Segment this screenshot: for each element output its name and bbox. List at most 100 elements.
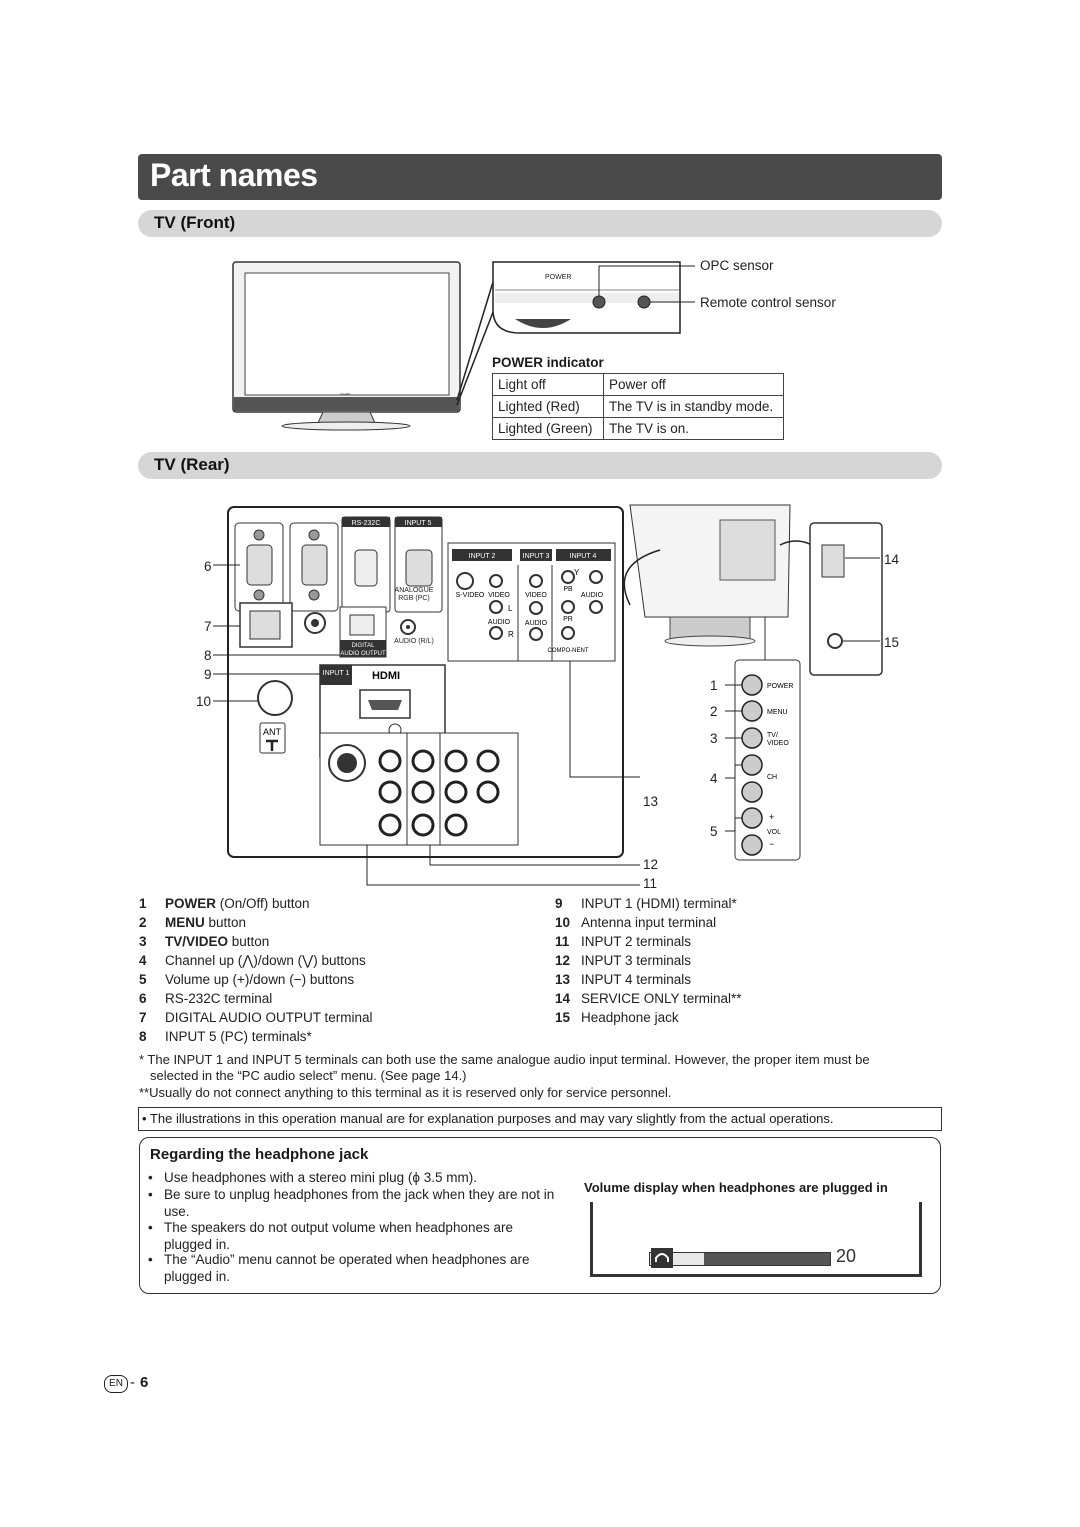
btn-menu-label: MENU (767, 709, 788, 716)
callout-11: 11 (643, 876, 658, 891)
headphone-bullet-3: The speakers do not output volume when h… (148, 1220, 559, 1253)
audio-label-3: AUDIO (525, 620, 548, 627)
footnote-1a: * The INPUT 1 and INPUT 5 terminals can … (139, 1052, 870, 1067)
item-num: 7 (139, 1010, 147, 1025)
page-dash: - (130, 1374, 135, 1391)
section-tv-rear-heading: TV (Rear) (154, 455, 230, 474)
item-num: 5 (139, 972, 147, 987)
input3-label: INPUT 3 (523, 553, 550, 560)
volume-value: 20 (836, 1246, 857, 1266)
item-text: Volume up (+)/down (−) buttons (165, 972, 355, 987)
item-bold: MENU (165, 915, 205, 930)
section-tv-front-heading: TV (Front) (154, 213, 236, 232)
btn-video-label: VIDEO (767, 740, 789, 747)
video-label-3: VIDEO (525, 592, 547, 599)
item-num: 6 (139, 991, 147, 1006)
headphone-section: Regarding the headphone jack Use headpho… (139, 1137, 941, 1294)
volume-caption: Volume display when headphones are plugg… (584, 1180, 888, 1195)
item-num: 1 (139, 896, 147, 911)
video-label-2: VIDEO (488, 592, 510, 599)
list-item: 14 SERVICE ONLY terminal** (555, 991, 742, 1006)
item-text: INPUT 4 terminals (581, 972, 692, 987)
headphone-bullet-2: Be sure to unplug headphones from the ja… (148, 1187, 574, 1220)
callout-12: 12 (643, 857, 659, 872)
callout-9: 9 (204, 667, 212, 682)
audio-label-2: AUDIO (488, 619, 511, 626)
opc-sensor-label: OPC sensor (700, 258, 774, 273)
item-text: SERVICE ONLY terminal** (581, 991, 742, 1006)
input5-label: INPUT 5 (405, 520, 432, 527)
page-title-bar: Part names (138, 154, 942, 200)
brand-label: SHARP (340, 392, 350, 396)
input4-label: INPUT 4 (570, 553, 597, 560)
callout-14: 14 (884, 552, 900, 567)
item-num: 14 (555, 991, 571, 1006)
item-text: Antenna input terminal (581, 915, 717, 930)
table-cell: Lighted (Green) (492, 417, 604, 440)
front-power-label: POWER (545, 274, 571, 281)
list-item: 5 Volume up (+)/down (−) buttons (139, 972, 354, 987)
item-num: 9 (555, 896, 563, 911)
btn-ch-label: CH (767, 774, 777, 781)
audio-rl-label: AUDIO (R/L) (394, 638, 434, 645)
headphone-bullet-1: Use headphones with a stereo mini plug (… (148, 1170, 574, 1187)
tv-rear-illustration: RS-232C INPUT 5 ANALOGUE RGB (PC) DIGITA… (213, 504, 883, 886)
analogue-label: ANALOGUE (395, 587, 434, 594)
item-num: 13 (555, 972, 571, 987)
svideo-label: S-VIDEO (456, 592, 485, 599)
headphone-title: Regarding the headphone jack (150, 1146, 369, 1163)
item-text: INPUT 2 terminals (581, 934, 692, 949)
headphone-icon (651, 1248, 673, 1268)
power-indicator-title: POWER indicator (492, 355, 604, 370)
remote-sensor-label: Remote control sensor (700, 295, 836, 310)
table-cell: The TV is in standby mode. (603, 395, 784, 418)
table-row: Light off Power off (492, 373, 784, 396)
page-number: 6 (140, 1374, 149, 1391)
callout-2: 2 (710, 704, 718, 719)
item-text: button (228, 934, 270, 949)
component-label: COMPO-NENT (548, 648, 589, 654)
language-badge: EN (104, 1375, 128, 1393)
table-row: Lighted (Red) The TV is in standby mode. (492, 395, 784, 418)
callout-3: 3 (710, 731, 718, 746)
table-row: Lighted (Green) The TV is on. (492, 417, 784, 440)
volume-screen: 20 (590, 1202, 922, 1277)
input2-label: INPUT 2 (469, 553, 496, 560)
item-text: (On/Off) button (216, 896, 310, 911)
item-text: INPUT 3 terminals (581, 953, 692, 968)
rs232c-label: RS-232C (352, 520, 381, 527)
footnote-1b: selected in the “PC audio select” menu. … (150, 1068, 467, 1083)
list-item: 1 POWER (On/Off) button (139, 896, 310, 911)
page-title: Part names (150, 157, 318, 193)
footnote-2: **Usually do not connect anything to thi… (139, 1085, 672, 1100)
r-label: R (508, 630, 514, 639)
ant-label: ANT (263, 727, 282, 737)
table-cell: Lighted (Red) (492, 395, 604, 418)
item-text: button (204, 915, 247, 930)
callout-10: 10 (196, 694, 212, 709)
section-tv-rear: TV (Rear) (138, 452, 942, 479)
volume-bar (649, 1252, 831, 1266)
l-label: L (508, 604, 513, 613)
item-bold: POWER (165, 896, 217, 911)
plus-label: + (769, 812, 774, 822)
table-cell: Light off (492, 373, 604, 396)
btn-tv-label: TV/ (767, 732, 778, 739)
callout-15: 15 (884, 635, 900, 650)
callout-4: 4 (710, 771, 718, 786)
item-num: 2 (139, 915, 147, 930)
y-label: Y (574, 568, 580, 577)
digital-label: DIGITAL (352, 643, 376, 649)
btn-vol-label: VOL (767, 829, 781, 836)
item-text: Headphone jack (581, 1010, 679, 1025)
audio-label-4: AUDIO (581, 592, 604, 599)
callout-7: 7 (204, 619, 212, 634)
item-text: Channel up (⋀)/down (⋁) buttons (165, 953, 366, 968)
